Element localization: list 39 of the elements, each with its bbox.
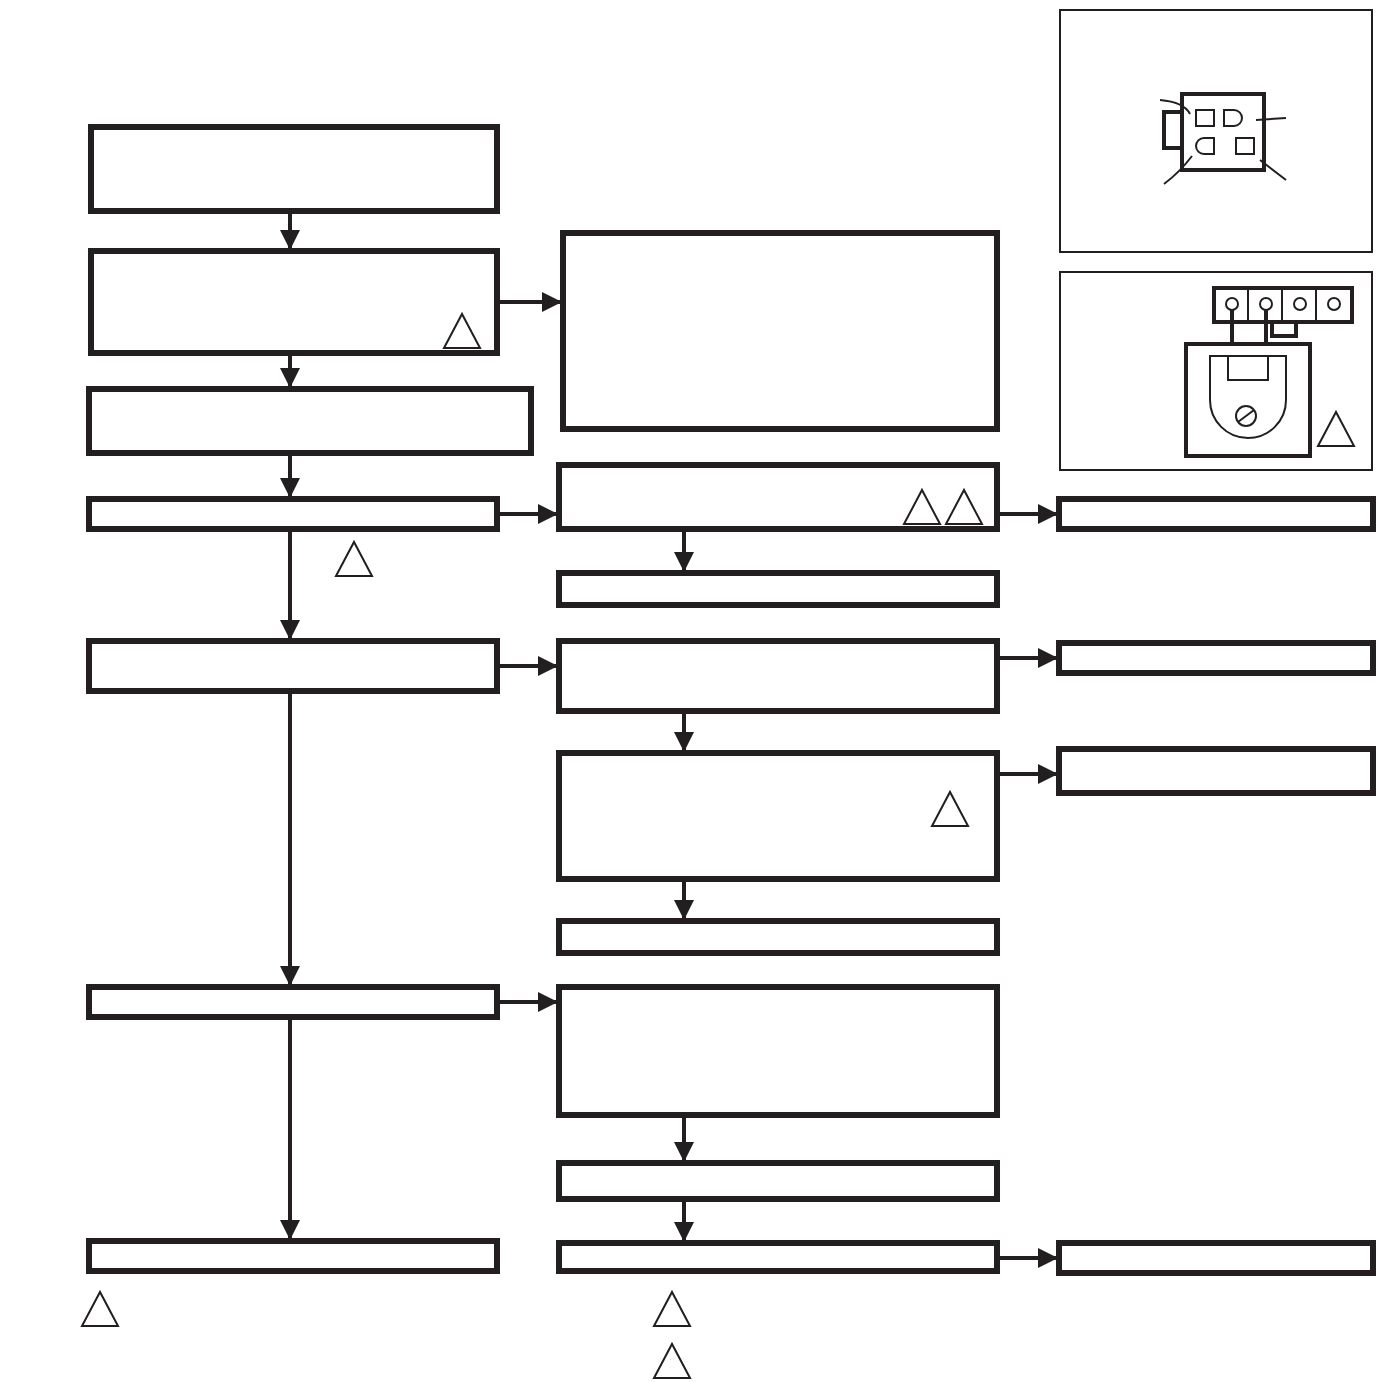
arrow [674, 714, 694, 752]
process-box [556, 750, 1000, 882]
arrow [500, 992, 558, 1012]
process-box [1056, 496, 1376, 532]
arrow [280, 456, 300, 498]
process-box [556, 984, 1000, 1118]
arrow [500, 656, 558, 676]
process-box [1056, 640, 1376, 676]
arrow [1000, 1248, 1058, 1268]
process-box [556, 918, 1000, 956]
arrow [674, 882, 694, 920]
process-box [86, 386, 534, 456]
arrow [280, 356, 300, 388]
arrow [674, 532, 694, 572]
process-box [88, 248, 500, 356]
arrow [1000, 648, 1058, 668]
arrow [1000, 764, 1058, 784]
process-box [86, 984, 500, 1020]
process-box [556, 1160, 1000, 1202]
arrow [500, 504, 558, 524]
process-box [1056, 1240, 1376, 1276]
process-box [556, 570, 1000, 608]
arrow [500, 292, 562, 312]
arrow [280, 532, 300, 640]
process-box [1056, 746, 1376, 796]
process-box [86, 638, 500, 694]
arrow [1000, 504, 1058, 524]
process-box [556, 1240, 1000, 1274]
arrow [280, 694, 300, 986]
process-box [86, 496, 500, 532]
process-box [560, 230, 1000, 432]
arrow [280, 214, 300, 250]
arrow [674, 1118, 694, 1162]
process-box [88, 124, 500, 214]
process-box [556, 638, 1000, 714]
process-box [556, 462, 1000, 532]
arrow [674, 1202, 694, 1242]
process-box [86, 1238, 500, 1274]
arrow [280, 1020, 300, 1240]
